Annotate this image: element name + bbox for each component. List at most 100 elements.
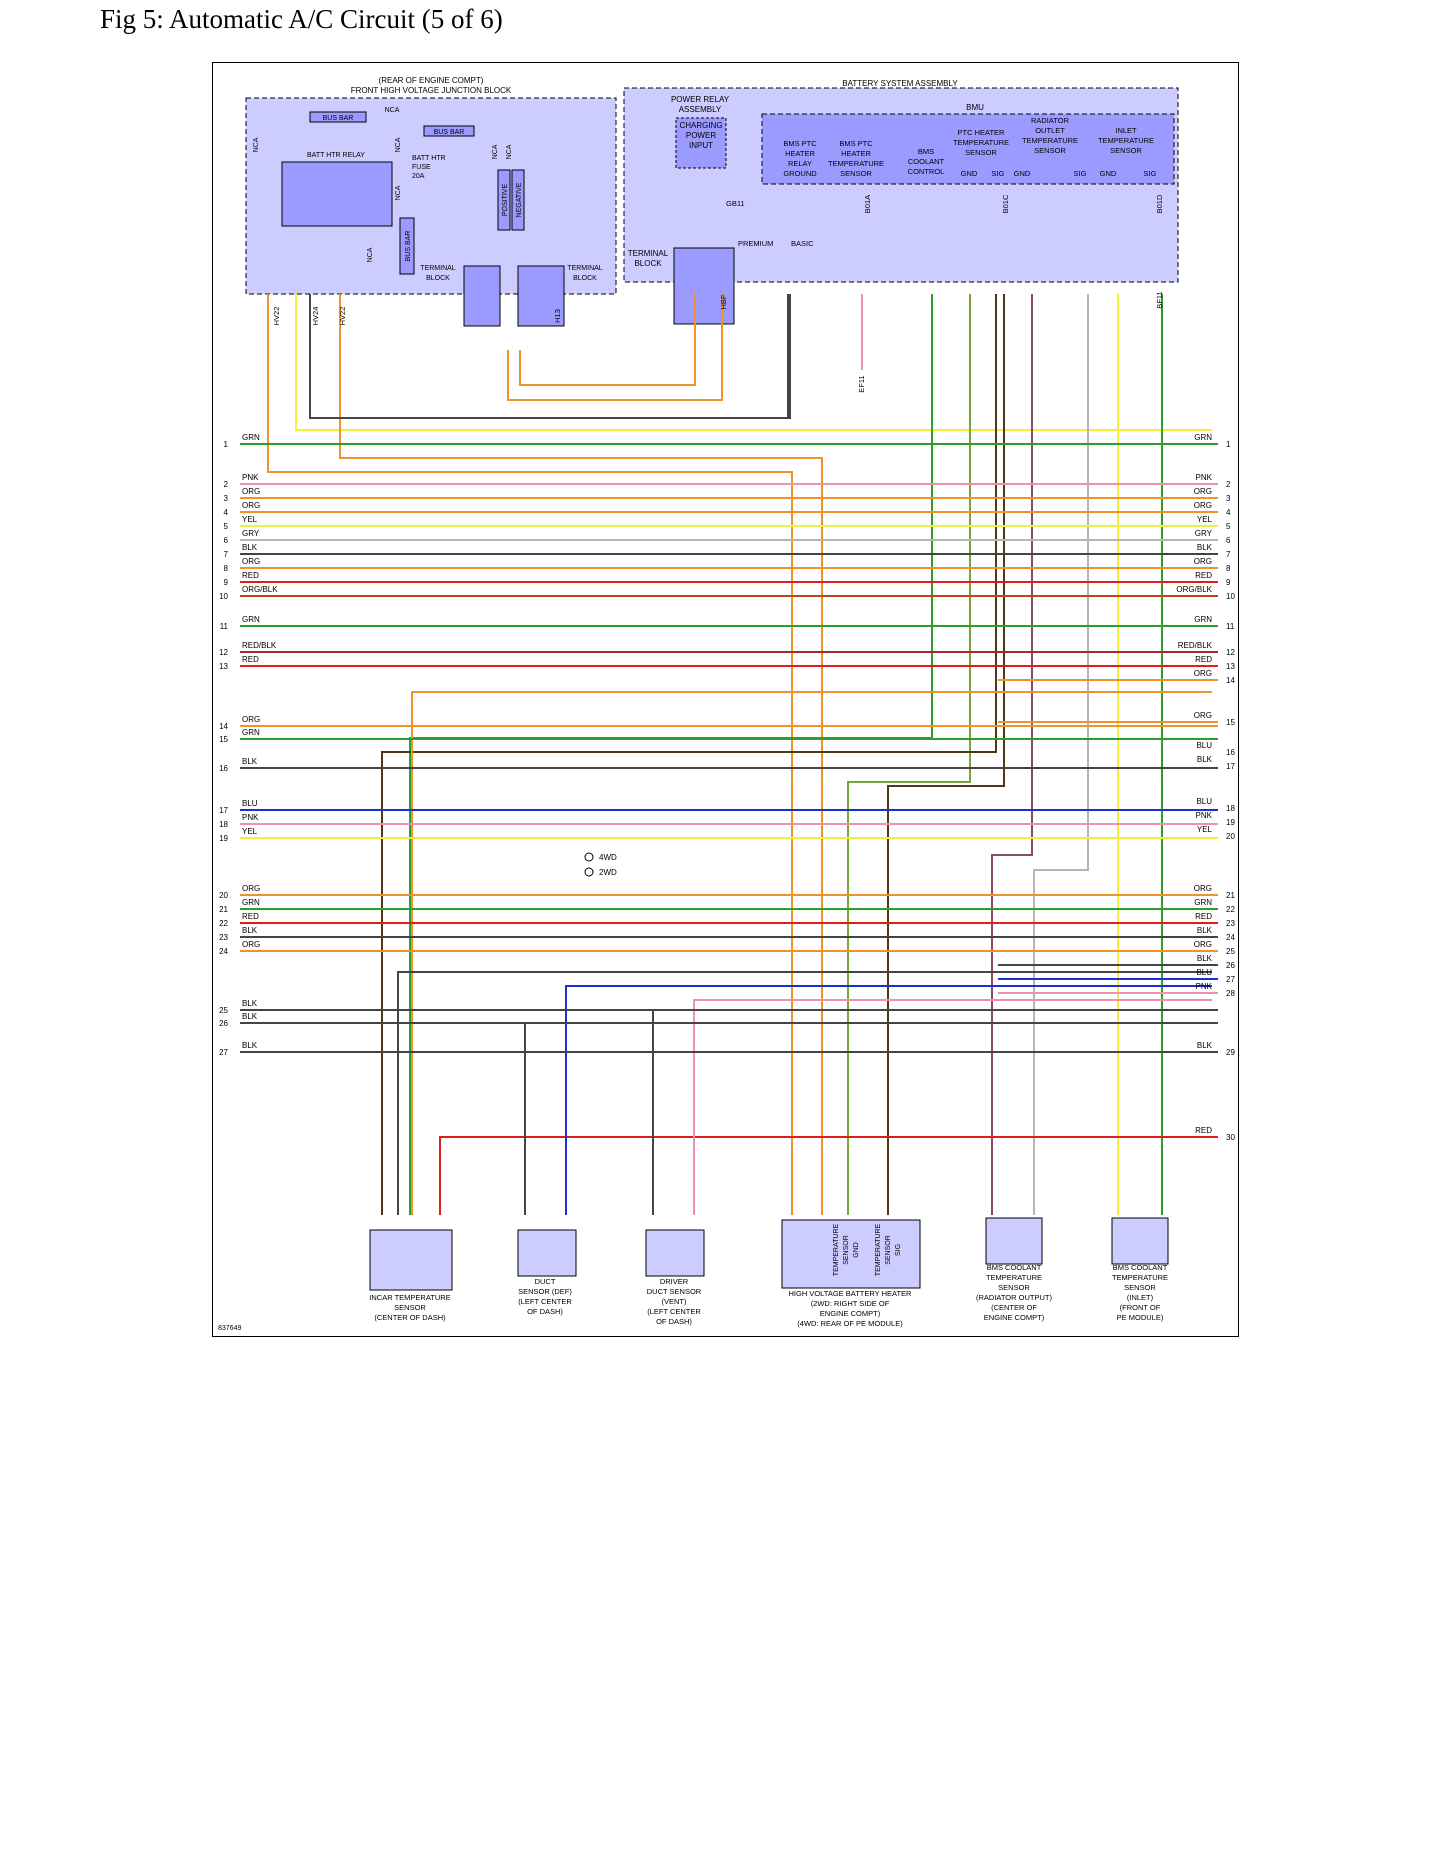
wd2-marker <box>584 867 594 877</box>
bus-left-number: 17 <box>219 806 228 815</box>
bus-left-number: 11 <box>220 622 229 631</box>
bus-left-color: RED/BLK <box>242 641 277 650</box>
batt-htr-relay <box>281 161 393 227</box>
bus-right-number: 16 <box>1226 748 1235 757</box>
bus-right-color: BLU <box>1196 797 1212 806</box>
bus-right-number: 9 <box>1226 578 1231 587</box>
label: RELAY <box>788 159 812 168</box>
bus-left-color: RED <box>242 912 259 921</box>
label: SENSOR (DEF) <box>518 1287 572 1296</box>
wire-blk <box>397 971 1212 1215</box>
label: SENSOR <box>1124 1283 1156 1292</box>
sensor-bms_rad <box>985 1217 1043 1265</box>
bus-right-color: BLK <box>1197 543 1213 552</box>
label: BMS <box>918 147 934 156</box>
bus-left-color: BLK <box>242 543 258 552</box>
bus-right-color: ORG <box>1194 711 1212 720</box>
connector-label: EF11 <box>857 375 866 392</box>
connector-label: H13 <box>553 309 562 323</box>
label: TEMPERATURE <box>875 1223 882 1276</box>
wire-blu <box>565 985 1212 1215</box>
connector-label: HV24 <box>311 307 320 326</box>
bus-right-color: GRN <box>1194 898 1212 907</box>
bus-left-number: 26 <box>219 1019 228 1028</box>
label: SENSOR <box>840 169 872 178</box>
label: SIG <box>992 169 1005 178</box>
bus-right-number: 14 <box>1226 676 1235 685</box>
bus-left-number: 18 <box>219 820 228 829</box>
label: BLOCK <box>573 275 597 282</box>
label: NEGATIVE <box>516 182 523 217</box>
bus-left-number: 4 <box>224 508 229 517</box>
label: SENSOR <box>965 148 997 157</box>
bus-right-number: 11 <box>1226 622 1235 631</box>
bus-left-color: BLK <box>242 999 258 1008</box>
bus-left-color: PNK <box>242 813 259 822</box>
label: NCA <box>506 144 513 159</box>
label: BMS PTC <box>839 139 873 148</box>
connector-label: B01C <box>1001 194 1010 213</box>
bus-right-number: 4 <box>1226 508 1231 517</box>
label: TEMPERATURE <box>953 138 1009 147</box>
bus-right-color: PNK <box>1196 811 1213 820</box>
bus-right-number: 17 <box>1226 762 1235 771</box>
bus-right-color: YEL <box>1197 515 1213 524</box>
label: NCA <box>253 137 260 152</box>
bus-right-color: BLU <box>1196 741 1212 750</box>
bus-left-number: 10 <box>219 592 228 601</box>
page-title: Fig 5: Automatic A/C Circuit (5 of 6) <box>100 4 503 34</box>
wire-red <box>439 1136 1212 1215</box>
bus-right-number: 12 <box>1226 648 1235 657</box>
label: 4WD <box>599 853 617 862</box>
label: OUTLET <box>1035 126 1065 135</box>
bus-left-color: ORG/BLK <box>242 585 278 594</box>
label: FUSE <box>412 164 431 171</box>
bus-right-color: ORG <box>1194 487 1212 496</box>
bus-bar-vertical <box>399 217 415 275</box>
bus-left-number: 16 <box>219 764 228 773</box>
bus-right-number: 21 <box>1226 891 1235 900</box>
bus-right-number: 24 <box>1226 933 1235 942</box>
bus-left-color: GRN <box>242 898 260 907</box>
label: SENSOR <box>843 1235 850 1265</box>
bus-right-number: 6 <box>1226 536 1231 545</box>
bus-right-color: BLK <box>1197 755 1213 764</box>
bus-left-color: PNK <box>242 473 259 482</box>
bus-right-color: RED <box>1195 912 1212 921</box>
battery-system-label: BATTERY SYSTEM ASSEMBLY <box>842 79 958 88</box>
bus-right-number: 27 <box>1226 975 1235 984</box>
bus-right-color: RED <box>1195 1126 1212 1135</box>
label: RADIATOR <box>1031 116 1070 125</box>
bmu-box <box>761 113 1175 185</box>
label: 20A <box>412 173 425 180</box>
label: (REAR OF ENGINE COMPT) <box>379 76 484 85</box>
wire-pnk <box>693 999 1212 1215</box>
bus-left-color: BLK <box>242 1041 258 1050</box>
bus-right-color: GRN <box>1194 615 1212 624</box>
bus-left-number: 13 <box>219 662 228 671</box>
bus-right-color: BLK <box>1197 954 1213 963</box>
label: GND <box>961 169 978 178</box>
bus-left-color: GRN <box>242 615 260 624</box>
bus-right-number: 2 <box>1226 480 1231 489</box>
label: BMS COOLANT <box>1113 1263 1168 1272</box>
bus-right-color: BLK <box>1197 926 1213 935</box>
bus-left-number: 25 <box>219 1006 228 1015</box>
bus-left-number: 14 <box>219 722 228 731</box>
bus-left-color: BLK <box>242 1012 258 1021</box>
bus-right-number: 25 <box>1226 947 1235 956</box>
bus-right-color: ORG <box>1194 669 1212 678</box>
bus-right-color: ORG <box>1194 557 1212 566</box>
label: CHARGING <box>679 121 722 130</box>
bus-left-color: GRN <box>242 728 260 737</box>
bus-bar <box>309 111 367 123</box>
bus-right-color: ORG <box>1194 940 1212 949</box>
label: POWER <box>686 131 716 140</box>
label: SIG <box>1144 169 1157 178</box>
bus-right-number: 30 <box>1226 1133 1235 1142</box>
label: OF DASH) <box>656 1317 692 1326</box>
label: TEMPERATURE <box>1112 1273 1168 1282</box>
label: INCAR TEMPERATURE <box>369 1293 450 1302</box>
label: (FRONT OF <box>1120 1303 1161 1312</box>
sensor-driver_duct <box>645 1229 705 1277</box>
